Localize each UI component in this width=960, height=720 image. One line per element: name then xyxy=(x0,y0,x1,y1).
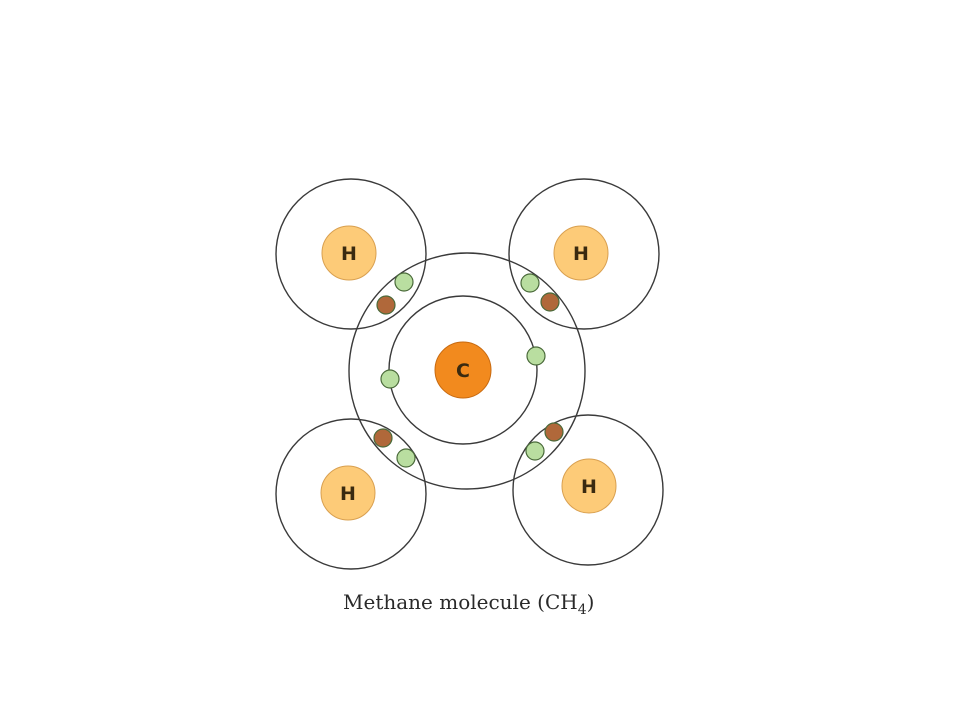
shared-carbon-electron-top-right xyxy=(520,273,540,293)
hydrogen-label-top-right: H xyxy=(573,243,589,265)
hydrogen-nucleus-top-left xyxy=(321,225,377,281)
carbon-inner-electron-right xyxy=(526,346,546,366)
hydrogen-nucleus-bottom-left xyxy=(320,465,376,521)
hydrogen-nucleus-bottom-right xyxy=(561,458,617,514)
shared-carbon-electron-bottom-right xyxy=(525,441,545,461)
carbon-label: C xyxy=(456,360,470,382)
hydrogen-nucleus-top-right xyxy=(553,225,609,281)
hydrogen-shell-top-right xyxy=(508,178,660,330)
caption-text: Methane molecule (CH xyxy=(343,590,578,614)
shared-hydrogen-electron-top-right xyxy=(540,292,560,312)
hydrogen-label-top-left: H xyxy=(341,243,357,265)
diagram-caption: Methane molecule (CH4) xyxy=(343,590,594,618)
carbon-outer-shell xyxy=(348,252,586,490)
shared-hydrogen-electron-bottom-left xyxy=(373,428,393,448)
shared-hydrogen-electron-bottom-right xyxy=(544,422,564,442)
shared-carbon-electron-top-left xyxy=(394,272,414,292)
hydrogen-shell-bottom-right xyxy=(512,414,664,566)
hydrogen-label-bottom-left: H xyxy=(340,483,356,505)
hydrogen-shell-top-left xyxy=(275,178,427,330)
caption-close: ) xyxy=(587,590,595,614)
hydrogen-label-bottom-right: H xyxy=(581,476,597,498)
carbon-inner-electron-left xyxy=(380,369,400,389)
hydrogen-shell-bottom-left xyxy=(275,418,427,570)
caption-subscript: 4 xyxy=(578,602,587,618)
shared-carbon-electron-bottom-left xyxy=(396,448,416,468)
shared-hydrogen-electron-top-left xyxy=(376,295,396,315)
carbon-nucleus xyxy=(434,341,492,399)
